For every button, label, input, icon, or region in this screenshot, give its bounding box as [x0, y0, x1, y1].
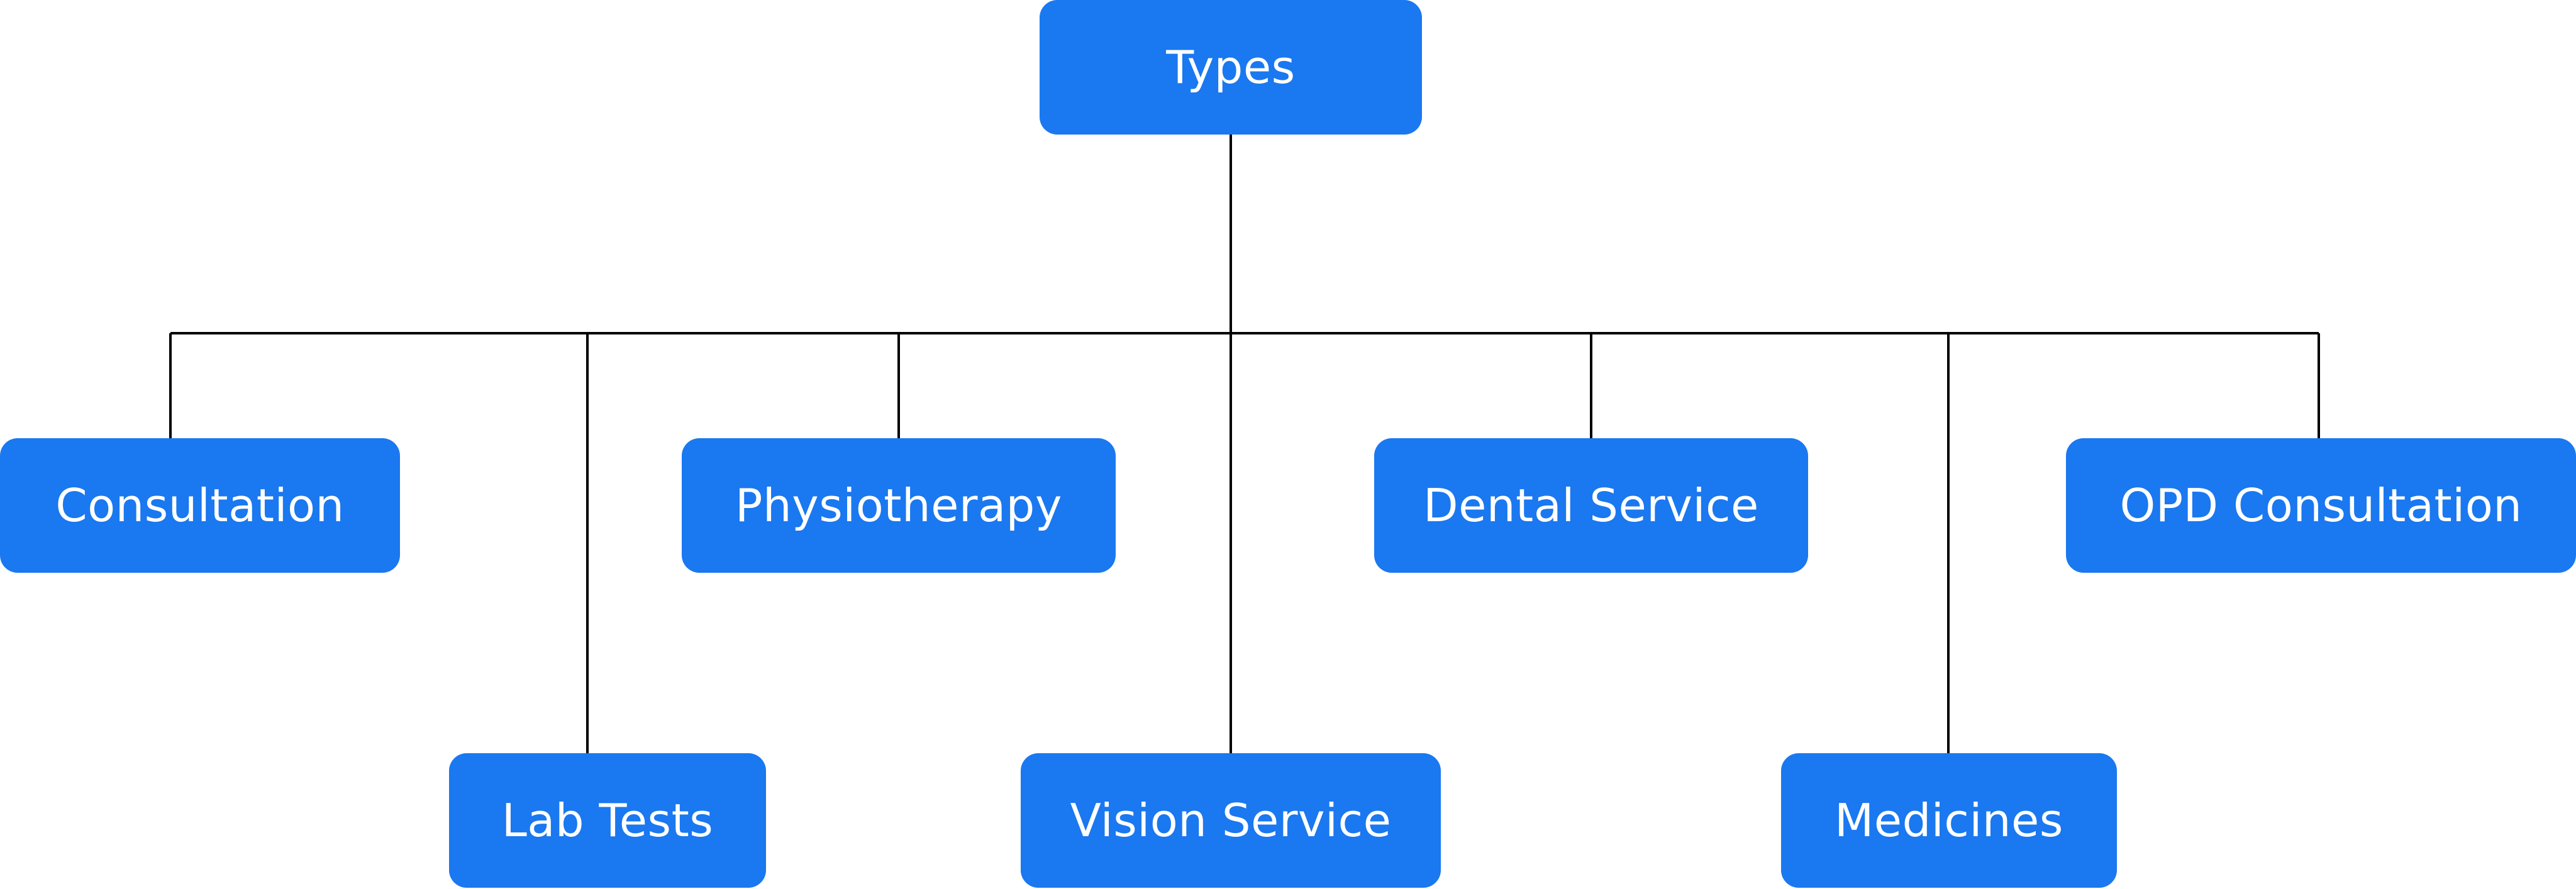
node-vision-service-label: Vision Service	[1070, 794, 1392, 847]
node-medicines: Medicines	[1781, 753, 2117, 888]
node-vision-service: Vision Service	[1021, 753, 1441, 888]
node-dental-service: Dental Service	[1374, 438, 1808, 573]
node-dental-service-label: Dental Service	[1423, 479, 1759, 532]
node-opd-consultation-label: OPD Consultation	[2119, 479, 2523, 532]
node-medicines-label: Medicines	[1835, 794, 2063, 847]
node-types: Types	[1040, 0, 1422, 135]
node-consultation: Consultation	[0, 438, 400, 573]
node-types-label: Types	[1166, 41, 1296, 94]
node-physiotherapy: Physiotherapy	[682, 438, 1116, 573]
node-lab-tests: Lab Tests	[449, 753, 766, 888]
node-lab-tests-label: Lab Tests	[501, 794, 714, 847]
node-consultation-label: Consultation	[55, 479, 345, 532]
node-opd-consultation: OPD Consultation	[2066, 438, 2576, 573]
node-physiotherapy-label: Physiotherapy	[735, 479, 1062, 532]
